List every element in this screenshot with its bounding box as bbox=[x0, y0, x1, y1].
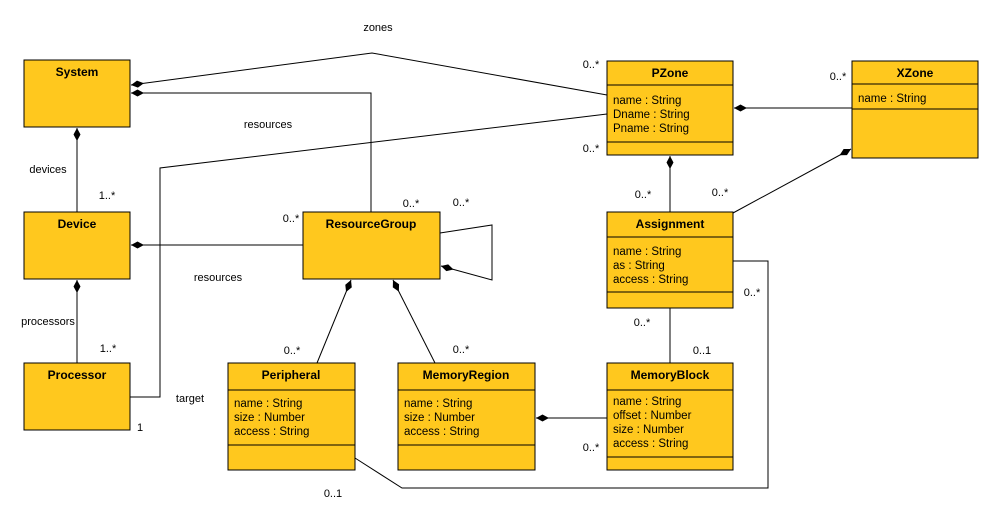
role-label-target: target bbox=[176, 393, 204, 405]
class-attribute: size : Number bbox=[234, 412, 305, 424]
multiplicity-device-of-system: 1..* bbox=[99, 190, 116, 202]
composition-resourcegroup-self[interactable] bbox=[439, 224, 493, 281]
class-title: ResourceGroup bbox=[326, 217, 417, 231]
multiplicity-rg-of-system: 0..* bbox=[403, 198, 420, 210]
class-attribute: name : String bbox=[858, 93, 926, 105]
class-memoryregion[interactable]: MemoryRegion name : String size : Number… bbox=[397, 362, 536, 471]
class-title: Device bbox=[58, 217, 97, 231]
class-attribute: as : String bbox=[613, 260, 665, 272]
multiplicity-processor-of-device: 1..* bbox=[100, 343, 117, 355]
class-attribute: name : String bbox=[613, 95, 681, 107]
composition-resourcegroup-memoryregion[interactable] bbox=[392, 279, 436, 364]
composition-system-resourcegroup-resources[interactable] bbox=[131, 89, 372, 212]
class-attribute: name : String bbox=[404, 398, 472, 410]
class-attribute: access : String bbox=[613, 274, 688, 286]
multiplicity-peripheral-of-assignment: 0..1 bbox=[324, 488, 342, 500]
multiplicity-assignment-of-memoryblock: 0..* bbox=[634, 317, 651, 329]
multiplicity-assignment-of-xzone: 0..* bbox=[712, 187, 729, 199]
multiplicity-xzone-of-pzone: 0..* bbox=[830, 71, 847, 83]
multiplicity-memoryblock-of-memoryregion: 0..* bbox=[583, 442, 600, 454]
class-xzone[interactable]: XZone name : String bbox=[851, 60, 979, 159]
class-attribute: name : String bbox=[234, 398, 302, 410]
multiplicity-rg-of-device: 0..* bbox=[283, 213, 300, 225]
class-attribute: name : String bbox=[613, 396, 681, 408]
class-title: System bbox=[56, 65, 99, 79]
class-resourcegroup[interactable]: ResourceGroup bbox=[302, 211, 441, 280]
class-title: Processor bbox=[48, 368, 107, 382]
connectors bbox=[73, 52, 852, 489]
class-attribute: offset : Number bbox=[613, 410, 692, 422]
multiplicity-processor-target: 1 bbox=[137, 422, 143, 434]
class-attribute: size : Number bbox=[613, 424, 684, 436]
association-assignment-peripheral[interactable] bbox=[354, 260, 769, 489]
role-label-processors: processors bbox=[21, 316, 75, 328]
class-title: Assignment bbox=[636, 217, 705, 231]
role-label-devices: devices bbox=[29, 164, 67, 176]
role-label-resources-system: resources bbox=[244, 119, 293, 131]
class-title: XZone bbox=[897, 66, 934, 80]
role-label-zones: zones bbox=[363, 22, 393, 34]
class-processor[interactable]: Processor bbox=[23, 362, 131, 431]
class-attribute: size : Number bbox=[404, 412, 475, 424]
composition-resourcegroup-peripheral[interactable] bbox=[316, 279, 352, 364]
class-attribute: access : String bbox=[613, 438, 688, 450]
multiplicity-memoryblock-of-assignment: 0..1 bbox=[693, 345, 711, 357]
multiplicity-assignment-of-peripheral: 0..* bbox=[744, 287, 761, 299]
class-assignment[interactable]: Assignment name : String as : String acc… bbox=[606, 211, 734, 309]
composition-system-pzone-zones[interactable] bbox=[130, 52, 608, 96]
class-system[interactable]: System bbox=[23, 59, 131, 128]
class-memoryblock[interactable]: MemoryBlock name : String offset : Numbe… bbox=[606, 362, 734, 471]
multiplicity-pzone-of-system: 0..* bbox=[583, 59, 600, 71]
class-attribute: name : String bbox=[613, 246, 681, 258]
class-title: MemoryRegion bbox=[423, 368, 510, 382]
multiplicity-memoryregion-of-rg: 0..* bbox=[453, 344, 470, 356]
class-title: PZone bbox=[652, 66, 689, 80]
multiplicity-pzone-of-target: 0..* bbox=[583, 143, 600, 155]
class-title: MemoryBlock bbox=[631, 368, 710, 382]
multiplicity-peripheral-of-rg: 0..* bbox=[284, 345, 301, 357]
class-attribute: access : String bbox=[234, 426, 309, 438]
class-pzone[interactable]: PZone name : String Dname : String Pname… bbox=[606, 60, 734, 156]
class-attribute: access : String bbox=[404, 426, 479, 438]
association-pzone-processor-target[interactable] bbox=[130, 113, 608, 398]
composition-xzone-assignment[interactable] bbox=[732, 148, 852, 214]
class-attribute: Pname : String bbox=[613, 123, 689, 135]
class-device[interactable]: Device bbox=[23, 211, 131, 280]
role-label-resources-device: resources bbox=[194, 272, 243, 284]
class-peripheral[interactable]: Peripheral name : String size : Number a… bbox=[227, 362, 356, 471]
multiplicity-rg-self: 0..* bbox=[453, 197, 470, 209]
class-title: Peripheral bbox=[262, 368, 321, 382]
multiplicity-assignment-of-pzone: 0..* bbox=[635, 189, 652, 201]
class-attribute: Dname : String bbox=[613, 109, 690, 121]
